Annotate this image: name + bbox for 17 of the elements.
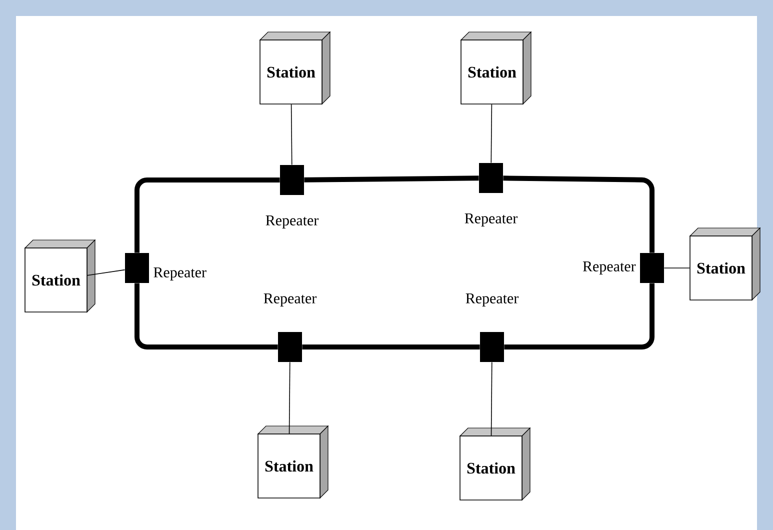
repeater-label: Repeater: [466, 294, 519, 306]
ring-cable: [302, 344, 480, 350]
ring-cable: [304, 176, 479, 182]
ring-cable: [134, 283, 278, 350]
repeater-label: Repeater: [266, 216, 319, 228]
ring-cable: [503, 176, 654, 253]
connector-line: [290, 104, 292, 166]
repeater-label: Repeater: [464, 214, 518, 226]
repeater-label: Repeater: [582, 262, 636, 274]
connector-line: [490, 104, 492, 164]
ring-cable: [504, 283, 654, 350]
ring-cable: [134, 178, 280, 253]
connector-line: [87, 269, 126, 276]
connector-line: [288, 362, 290, 434]
repeater-label: Repeater: [264, 294, 317, 306]
connector-line: [490, 362, 492, 436]
repeater-label: Repeater: [154, 268, 206, 280]
